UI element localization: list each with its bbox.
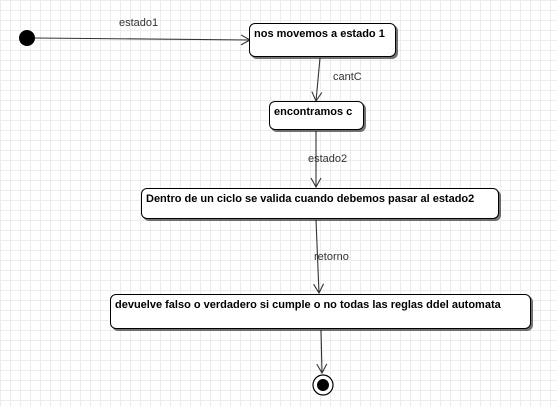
transition-label-cantc: cantC: [333, 71, 362, 83]
transition-arrow-cantc[interactable]: [311, 57, 323, 103]
initial-state-node[interactable]: [19, 30, 35, 46]
transition-label-estado1: estado1: [119, 17, 159, 29]
state-encontramos-c[interactable]: encontramos c: [269, 101, 364, 130]
transition-arrow-retorno[interactable]: [313, 219, 325, 295]
transition-arrow-final[interactable]: [316, 329, 328, 375]
state-dentro-de-un-ciclo[interactable]: Dentro de un ciclo se valida cuando debe…: [141, 188, 499, 219]
transition-label-retorno: retorno: [314, 251, 349, 263]
state-nos-movemos-a-estado-1[interactable]: nos movemos a estado 1: [249, 23, 396, 57]
transition-arrow-estado1[interactable]: [34, 34, 252, 46]
final-state-node[interactable]: [312, 374, 334, 396]
transition-label-estado2: estado2: [308, 153, 348, 165]
state-devuelve-falso-o-verdadero[interactable]: devuelve falso o verdadero si cumple o n…: [110, 294, 531, 329]
